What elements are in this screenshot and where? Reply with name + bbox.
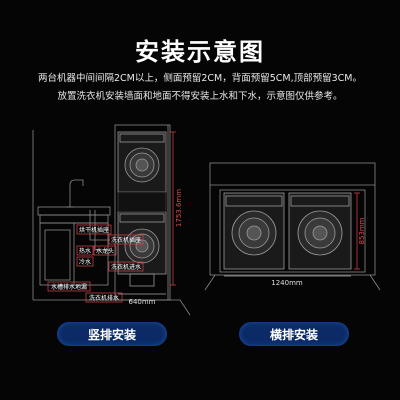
- description-line-2: 放置洗衣机安装墙面和地面不得安装上水和下水，示意图仅供参考。: [57, 91, 343, 102]
- washer-socket-label: 洗衣机插座: [111, 236, 141, 244]
- vertical-install-button[interactable]: 竖排安装: [57, 322, 167, 346]
- dryer-top: [117, 131, 167, 193]
- horizontal-install-button[interactable]: 横排安装: [239, 322, 349, 346]
- vertical-height-dimension: [170, 131, 176, 286]
- vertical-installation: [32, 124, 191, 316]
- hot-water-label: 热水: [79, 247, 91, 255]
- sink-drain-label: 水槽排水地漏: [51, 283, 87, 291]
- water-inlet-label: 水龙头: [96, 247, 114, 255]
- dryer-socket-label: 烘干机插座: [79, 226, 109, 234]
- page-title: 安装示意图: [135, 38, 265, 66]
- vertical-height-label: 1753.6mm: [175, 189, 183, 227]
- washer-inlet-label: 洗衣机进水: [111, 263, 141, 271]
- horizontal-height-dimension: [354, 192, 360, 270]
- stacking-kit: [117, 191, 167, 213]
- horizontal-washer: [288, 192, 352, 270]
- washer-bottom: [117, 211, 167, 287]
- horizontal-width-label: 1240mm: [271, 279, 303, 287]
- cold-water-label: 冷水: [79, 258, 91, 266]
- vertical-width-label: 640mm: [129, 298, 156, 306]
- horizontal-installation: [204, 162, 381, 291]
- horizontal-dryer: [223, 192, 285, 270]
- horizontal-height-label: 853mm: [358, 217, 366, 244]
- washer-drain-label: 洗衣机排水: [89, 294, 119, 302]
- vertical-labels: 烘干机插座 洗衣机插座 热水 水龙头 冷水 洗衣机进水 水槽排水地漏 洗衣机排水: [47, 224, 144, 303]
- description-line-1: 两台机器中间间隔2CM以上，侧面预留2CM，背面预留5CM,顶部预留3CM。: [37, 73, 363, 84]
